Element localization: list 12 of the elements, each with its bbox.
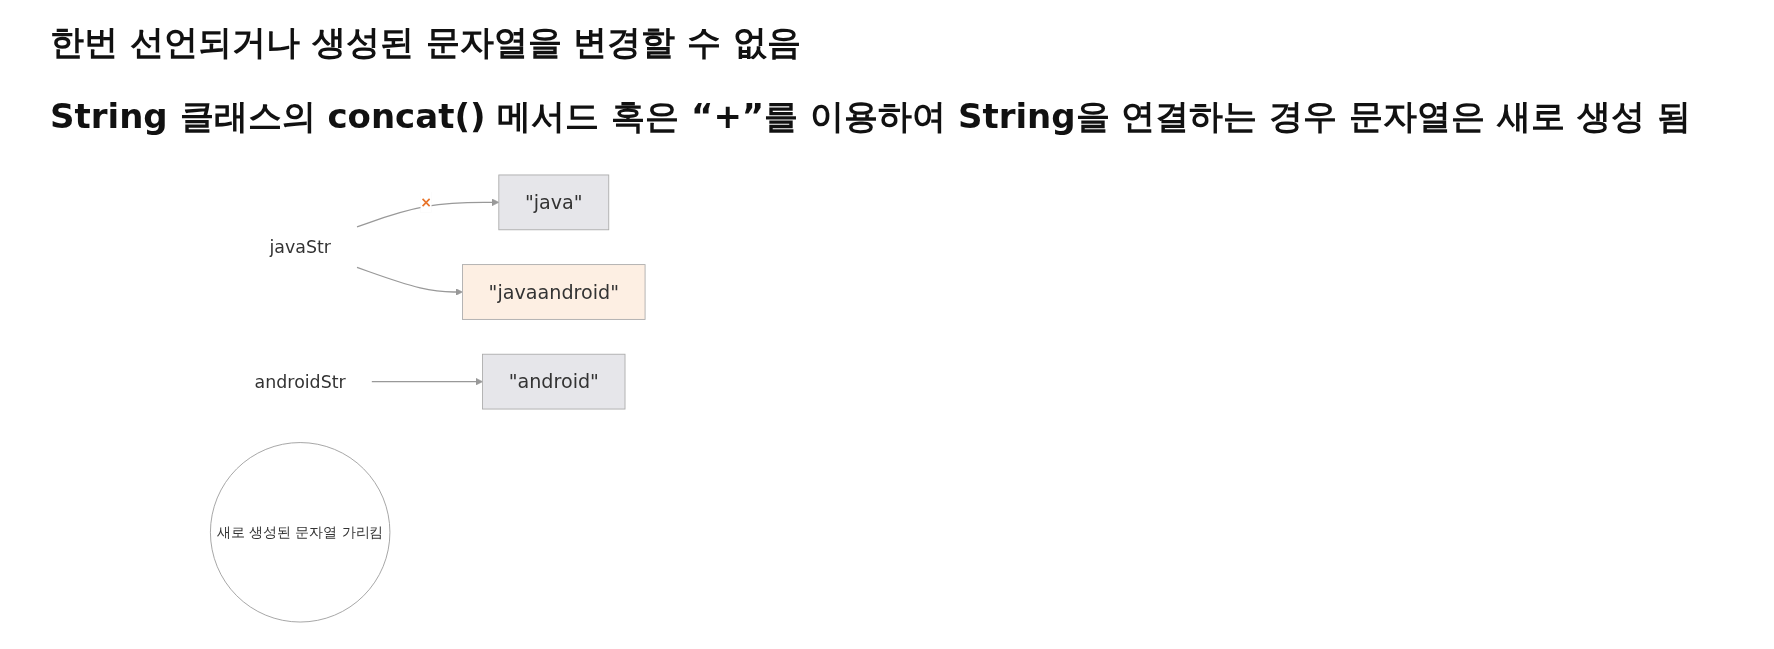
- node-circle: 새로 생성된 문자열 가리킴: [210, 442, 391, 623]
- heading-text: 한번 선언되거나 생성된 문자열을 변경할 수 없음: [50, 21, 803, 64]
- arrow: [356, 266, 463, 296]
- node-text: javaStr: [269, 236, 331, 258]
- node-box: "java": [498, 174, 610, 231]
- arrow: [371, 377, 483, 386]
- node-box: "android": [482, 353, 626, 410]
- arrow: [356, 198, 500, 228]
- edge-label: ×: [420, 193, 433, 211]
- node-text: androidStr: [254, 371, 346, 393]
- heading-text: String 클래스의 concat() 메서드 혹은 “+”를 이용하여 String을 연결하는 경우 문자열은 새로 생성 됨: [50, 95, 1692, 138]
- node-box: "javaandroid": [462, 264, 646, 320]
